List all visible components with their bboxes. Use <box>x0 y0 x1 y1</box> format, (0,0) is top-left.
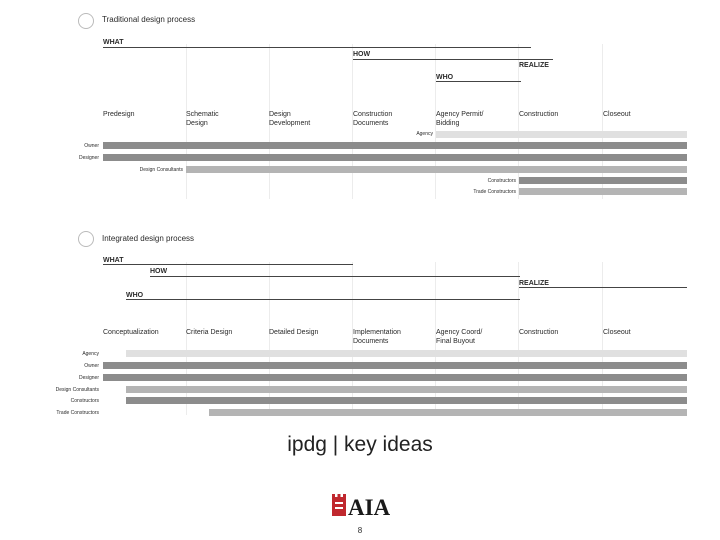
phase-label: Agency Coord/ Final Buyout <box>436 329 483 345</box>
role-label-design-consultants: Design Consultants <box>139 167 183 173</box>
phase-label: Criteria Design <box>186 329 233 336</box>
integrated-title: Integrated design process <box>102 234 195 243</box>
role-label-design-consultants: Design Consultants <box>55 387 99 393</box>
stage-line-who <box>126 299 520 300</box>
role-label-trade-constructors: Trade Constructors <box>56 410 99 416</box>
stage-label-what: WHAT <box>103 257 124 264</box>
role-label-agency: Agency <box>416 131 433 137</box>
aia-emblem-icon <box>332 494 346 516</box>
participation-bar-designer <box>103 374 687 381</box>
participation-bar-agency <box>126 350 687 357</box>
grid-line <box>518 262 519 415</box>
role-label-designer: Designer <box>78 155 99 161</box>
phase-label: Closeout <box>603 329 631 336</box>
phase-label: Conceptualization <box>103 329 159 336</box>
participation-bar-trade-constructors <box>519 188 687 195</box>
participation-bar-designer <box>103 154 687 161</box>
grid-line <box>269 44 270 199</box>
grid-line <box>269 262 270 415</box>
participation-bar-agency <box>436 131 687 138</box>
stage-label-realize: REALIZE <box>519 62 549 69</box>
participation-bar-design-consultants <box>126 386 687 393</box>
phase-label: Construction Documents <box>353 111 393 127</box>
slide-title: ipdg | key ideas <box>287 433 433 456</box>
phase-label: Construction <box>519 111 559 118</box>
grid-line <box>352 262 353 415</box>
aia-logo: AIA <box>332 494 391 518</box>
role-label-trade-constructors: Trade Constructors <box>473 189 516 195</box>
stage-line-realize <box>519 287 687 288</box>
stage-line-how <box>353 59 553 60</box>
aia-logo-text: AIA <box>348 495 391 518</box>
participation-bar-constructors <box>519 177 687 184</box>
role-label-owner: Owner <box>84 363 99 369</box>
role-label-constructors: Constructors <box>487 178 516 184</box>
phase-label: Design Development <box>269 111 311 127</box>
grid-line <box>435 44 436 199</box>
phase-label: Implementation Documents <box>353 329 401 345</box>
phase-label: Construction <box>519 329 559 336</box>
stage-label-who: WHO <box>126 292 144 299</box>
phase-label: Closeout <box>603 111 631 118</box>
grid-line <box>602 262 603 415</box>
participation-bar-owner <box>103 362 687 369</box>
grid-line <box>352 44 353 199</box>
stage-label-who: WHO <box>436 74 454 81</box>
role-label-agency: Agency <box>82 351 99 357</box>
role-label-designer: Designer <box>78 375 99 381</box>
phase-label: Predesign <box>103 111 135 118</box>
phase-label: Schematic Design <box>186 111 219 127</box>
grid-line <box>435 262 436 415</box>
section-marker-circle-integrated <box>78 231 94 247</box>
stage-line-who <box>436 81 521 82</box>
participation-bar-trade-constructors <box>209 409 687 416</box>
section-marker-circle-traditional <box>78 13 94 29</box>
stage-label-how: HOW <box>150 268 168 275</box>
grid-line <box>518 44 519 199</box>
participation-bar-constructors <box>126 397 687 404</box>
grid-line <box>186 44 187 199</box>
traditional-title: Traditional design process <box>102 15 196 24</box>
page-number: 8 <box>357 526 363 535</box>
phase-label: Detailed Design <box>269 329 319 336</box>
grid-line <box>602 44 603 199</box>
participation-bar-design-consultants <box>186 166 687 173</box>
stage-label-what: WHAT <box>103 39 124 46</box>
stage-line-what <box>103 47 531 48</box>
stage-label-realize: REALIZE <box>519 280 549 287</box>
role-label-constructors: Constructors <box>70 398 99 404</box>
stage-label-how: HOW <box>353 51 371 58</box>
stage-line-how <box>150 276 520 277</box>
phase-label: Agency Permit/ Bidding <box>436 111 484 127</box>
stage-line-what <box>103 264 353 265</box>
role-label-owner: Owner <box>84 143 99 149</box>
grid-line <box>186 262 187 415</box>
participation-bar-owner <box>103 142 687 149</box>
